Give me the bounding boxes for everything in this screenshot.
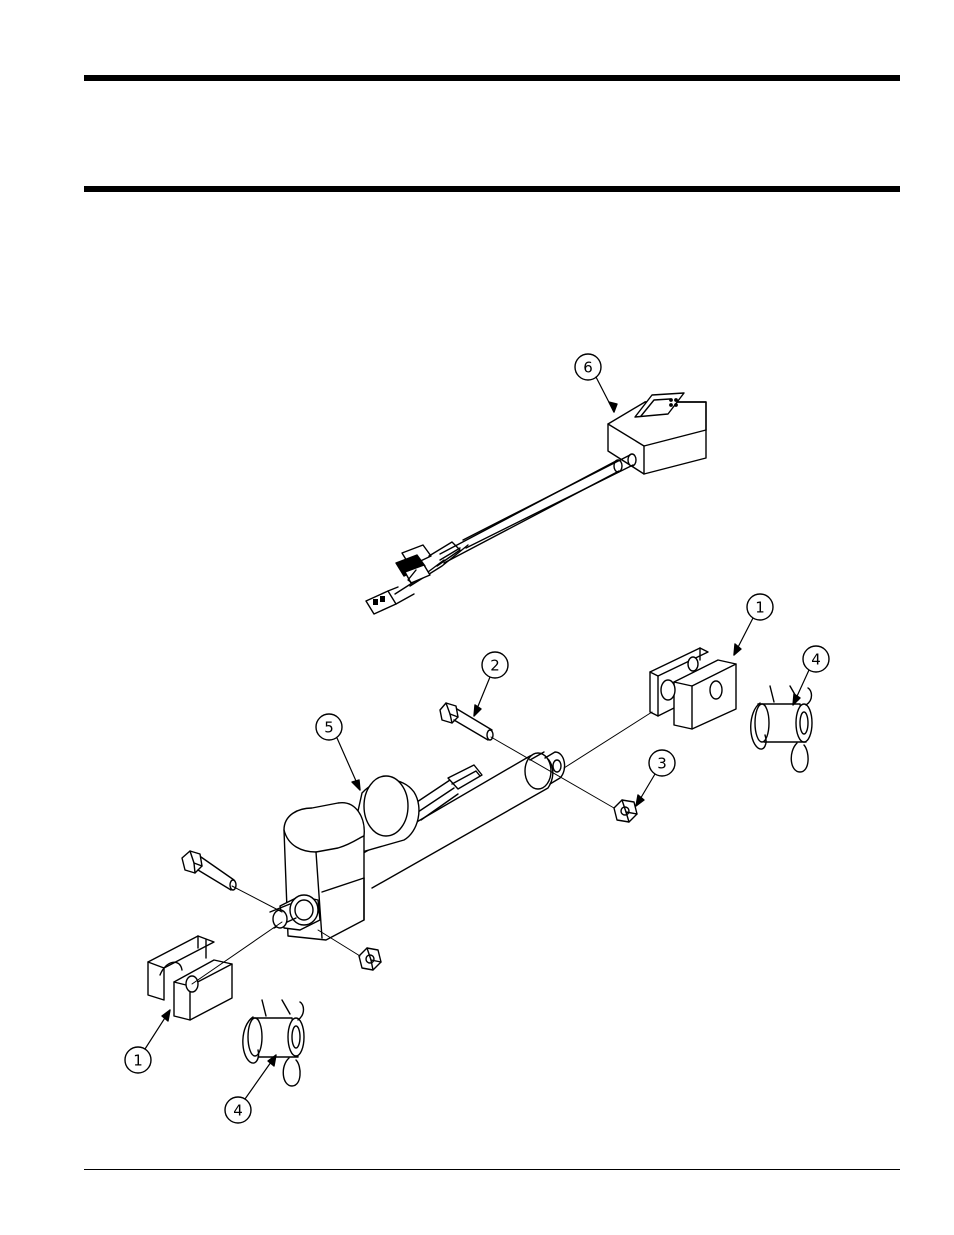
callout-1-left-label: 1 bbox=[133, 1052, 143, 1070]
callout-2-label: 2 bbox=[490, 657, 500, 675]
callout-3-label: 3 bbox=[657, 755, 667, 773]
callout-4-left-label: 4 bbox=[233, 1102, 243, 1120]
callout-5: 5 bbox=[316, 714, 360, 790]
callout-5-label: 5 bbox=[324, 719, 334, 737]
clevis-pin-left bbox=[243, 1000, 304, 1086]
hex-nut-left bbox=[359, 948, 381, 970]
linear-actuator bbox=[270, 752, 565, 940]
callout-1-right: 1 bbox=[734, 594, 773, 655]
clevis-bracket-right bbox=[650, 648, 736, 729]
callout-6: 6 bbox=[575, 354, 617, 412]
clevis-pin-right bbox=[751, 686, 812, 772]
callout-4-left: 4 bbox=[225, 1055, 276, 1123]
hex-bolt-upper bbox=[440, 703, 493, 740]
switch-assembly bbox=[366, 393, 706, 614]
callout-3: 3 bbox=[636, 750, 675, 806]
hex-bolt-lower bbox=[182, 851, 236, 890]
clevis-bracket-left bbox=[148, 936, 232, 1020]
callout-1-left: 1 bbox=[125, 1010, 170, 1073]
callout-4-right-label: 4 bbox=[811, 651, 821, 669]
hex-nut-right bbox=[614, 800, 637, 822]
callout-6-label: 6 bbox=[583, 359, 593, 377]
callout-1-right-label: 1 bbox=[755, 599, 765, 617]
callout-2: 2 bbox=[474, 652, 508, 716]
